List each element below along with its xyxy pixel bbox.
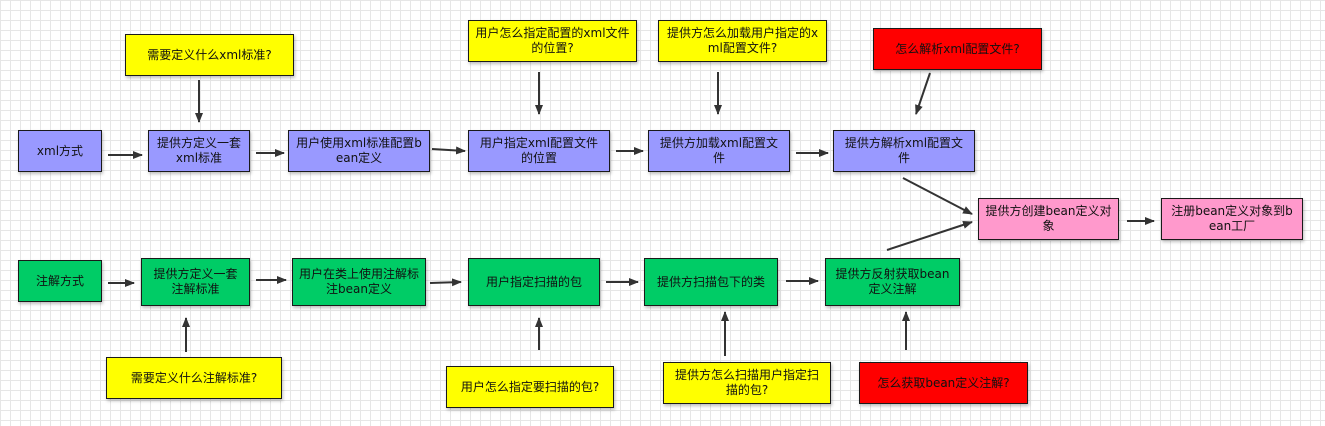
node-anno-specify-package: 用户指定扫描的包 (468, 258, 600, 306)
node-xml-mode: xml方式 (18, 130, 102, 172)
arrow-anno-to-create (886, 221, 973, 251)
node-anno-reflect: 提供方反射获取bean定义注解 (825, 258, 960, 306)
node-xml-define-standard: 提供方定义一套xml标准 (148, 130, 250, 172)
question-anno-package: 用户怎么指定要扫描的包? (446, 366, 614, 408)
arrow-q-xml-parse (915, 72, 931, 115)
question-anno-standard: 需要定义什么注解标准? (106, 357, 282, 399)
question-anno-scan: 提供方怎么扫描用户指定扫描的包? (663, 362, 831, 404)
question-xml-parse: 怎么解析xml配置文件? (873, 28, 1042, 70)
question-xml-load: 提供方怎么加载用户指定的xml配置文件? (658, 20, 827, 62)
node-create-bean-definition: 提供方创建bean定义对象 (978, 198, 1119, 240)
arrow-xml-to-create (902, 177, 973, 215)
node-xml-load: 提供方加载xml配置文件 (648, 130, 790, 172)
node-anno-user-annotate: 用户在类上使用注解标注bean定义 (292, 258, 426, 306)
node-anno-define-standard: 提供方定义一套注解标准 (141, 258, 250, 306)
node-anno-scan-package: 提供方扫描包下的类 (644, 258, 778, 306)
node-xml-specify-location: 用户指定xml配置文件的位置 (468, 130, 610, 172)
node-xml-user-config: 用户使用xml标准配置bean定义 (288, 130, 430, 172)
question-anno-get: 怎么获取bean定义注解? (859, 362, 1028, 404)
node-register-bean-factory: 注册bean定义对象到bean工厂 (1161, 198, 1303, 240)
question-xml-standard: 需要定义什么xml标准? (125, 34, 294, 76)
node-xml-parse: 提供方解析xml配置文件 (833, 130, 975, 172)
arrow-anno-3 (429, 278, 462, 287)
arrow-xml-3 (431, 146, 466, 155)
node-anno-mode: 注解方式 (18, 260, 102, 302)
question-xml-location: 用户怎么指定配置的xml文件的位置? (468, 20, 637, 62)
